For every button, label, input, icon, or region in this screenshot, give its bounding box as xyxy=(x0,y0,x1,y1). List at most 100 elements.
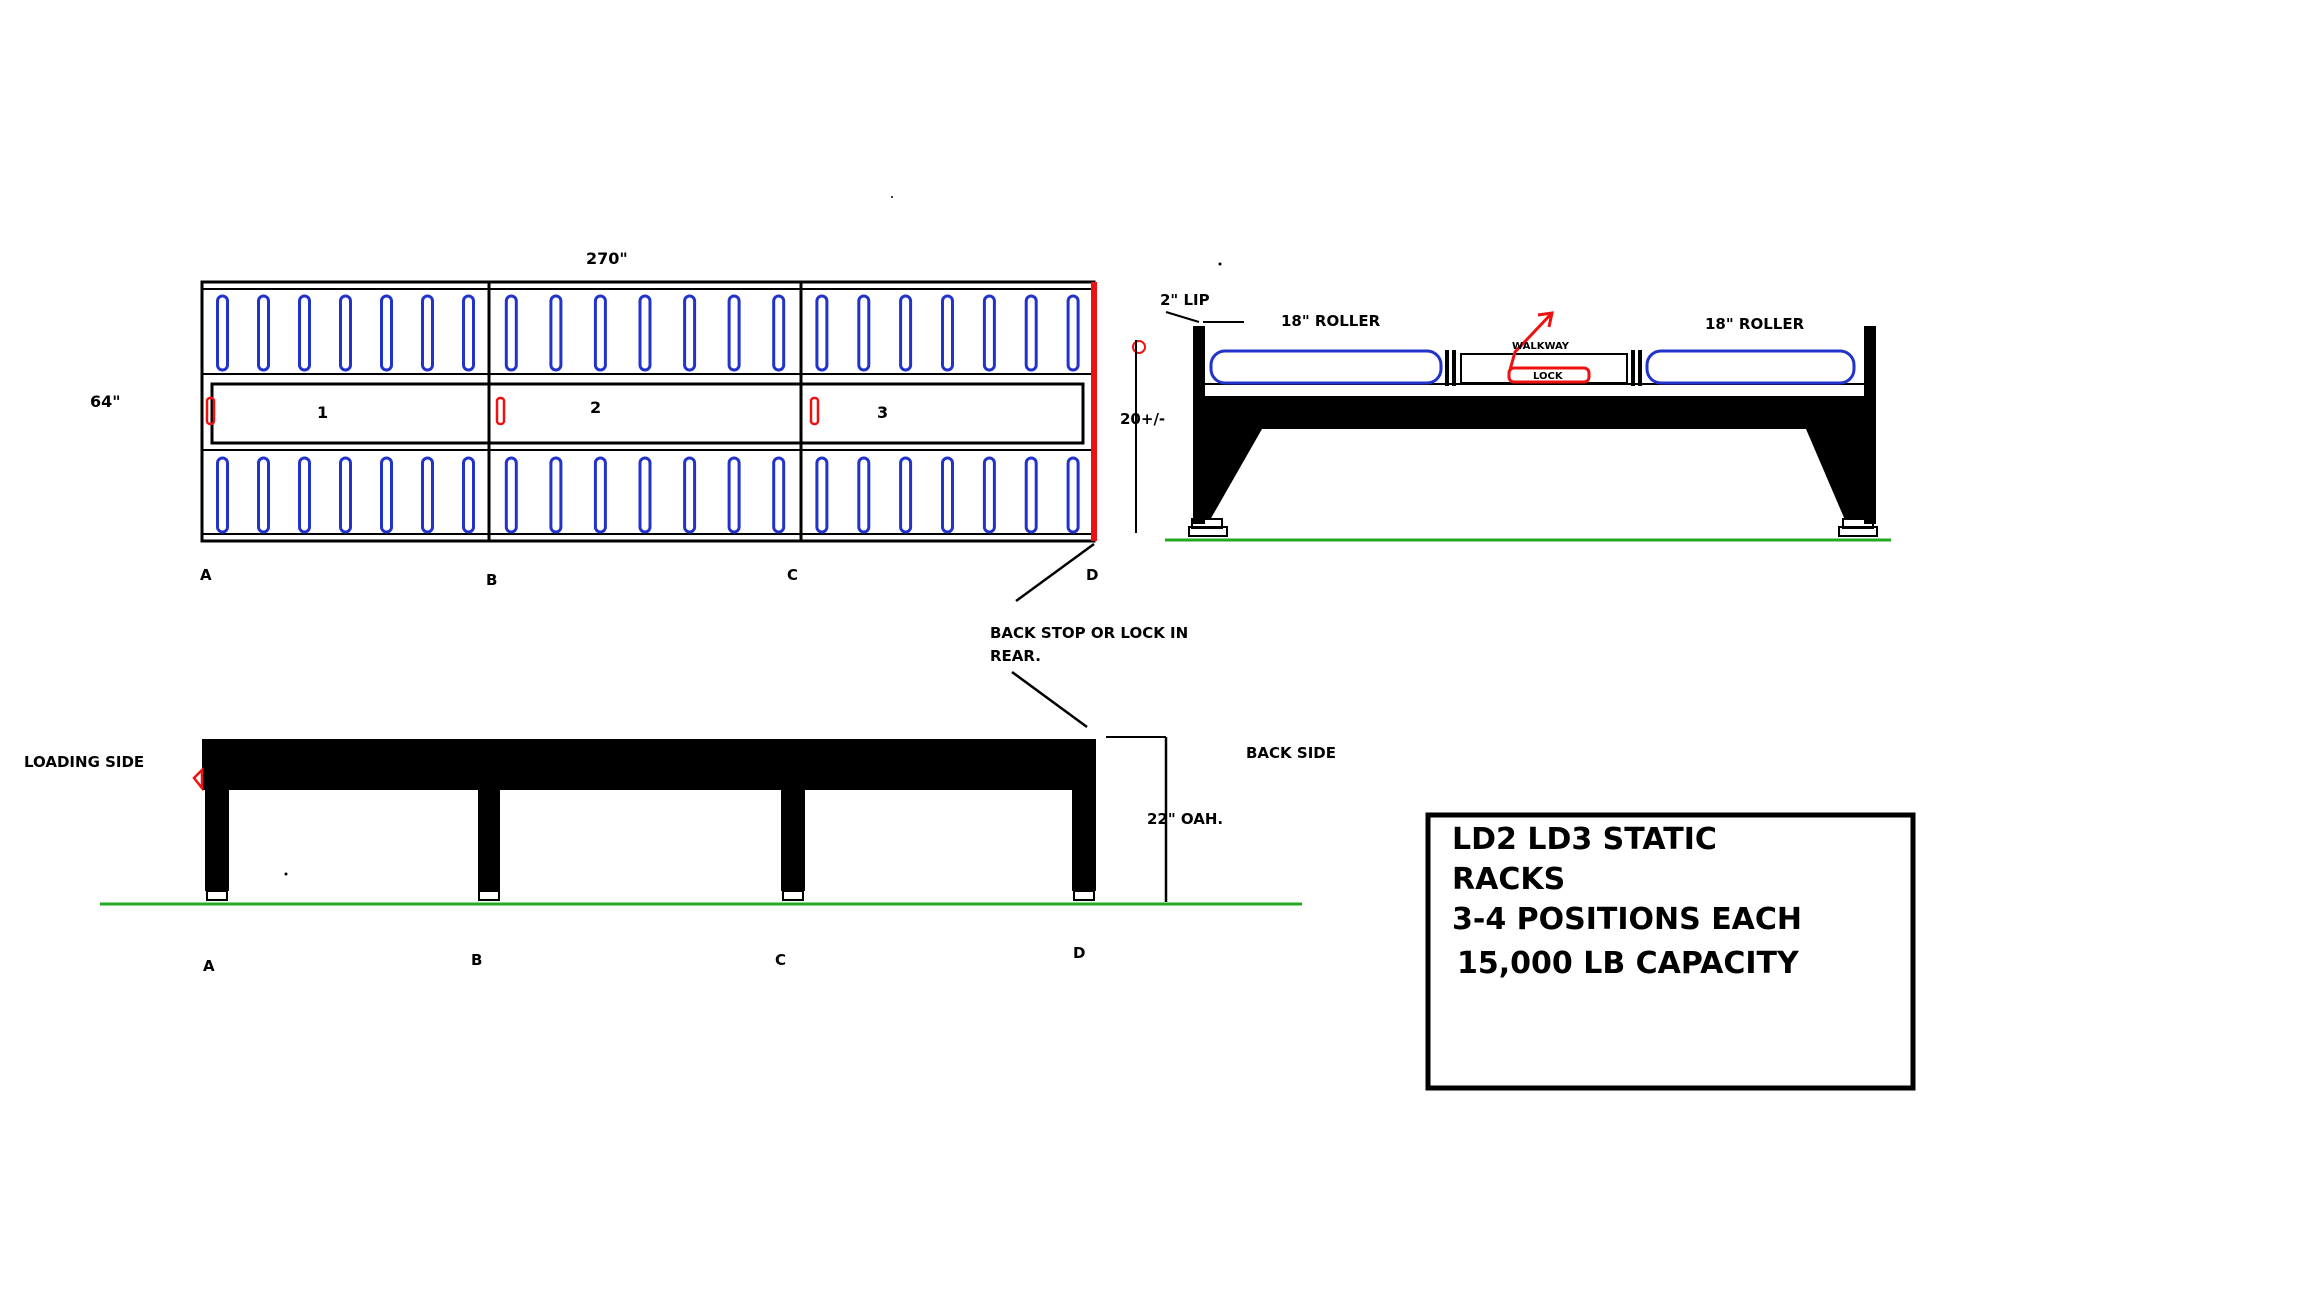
stray-dot xyxy=(1218,262,1222,266)
width-dimension-label: 64" xyxy=(90,392,121,411)
side-foot-a xyxy=(206,890,228,901)
end-foot-right-pad xyxy=(1838,526,1878,537)
end-right-roller xyxy=(1645,349,1856,385)
info-line-3: 3-4 POSITIONS EACH xyxy=(1452,902,1802,937)
roller-slot xyxy=(216,294,229,372)
roller-slot xyxy=(593,294,607,372)
roller-slot xyxy=(1024,456,1038,534)
roller-slot xyxy=(941,294,954,372)
left-roller-label: 18" ROLLER xyxy=(1281,312,1381,330)
roller-slot xyxy=(1066,456,1080,534)
lip-leader xyxy=(1165,311,1200,323)
length-dimension-label: 270" xyxy=(586,249,628,268)
end-roller-spacer-2 xyxy=(1452,350,1456,386)
back-stop-leader-upper xyxy=(1015,542,1095,603)
side-leg-label-a: A xyxy=(203,957,215,975)
roller-slot xyxy=(982,294,996,372)
roller-slot xyxy=(504,294,518,372)
side-foot-b xyxy=(478,890,500,901)
info-box: LD2 LD3 STATIC RACKS 3-4 POSITIONS EACH … xyxy=(1425,812,1916,1091)
info-line-1: LD2 LD3 STATIC xyxy=(1452,822,1717,857)
roller-slot xyxy=(727,294,741,372)
roller-slot xyxy=(772,294,786,372)
back-side-label: BACK SIDE xyxy=(1246,744,1336,762)
roller-slot xyxy=(216,456,229,534)
end-frame-beam xyxy=(1193,397,1876,429)
roller-slot xyxy=(462,294,475,372)
stray-dot xyxy=(284,872,288,876)
roller-slot xyxy=(257,294,270,372)
end-left-roller xyxy=(1209,349,1443,385)
end-lock-label: LOCK xyxy=(1533,371,1564,382)
roller-slot xyxy=(727,456,741,534)
back-stop-leader-lower xyxy=(1011,670,1088,729)
roller-slot xyxy=(899,456,913,534)
top-view-frame xyxy=(200,280,1096,543)
end-lock-outline xyxy=(1507,366,1591,384)
end-roller-spacer-1 xyxy=(1445,350,1449,386)
side-leg-label-d: D xyxy=(1073,944,1085,962)
side-leg-b xyxy=(478,790,500,891)
roller-slot xyxy=(421,294,434,372)
roller-slot xyxy=(815,294,829,372)
side-view: BACK STOP OR LOCK IN REAR. 22" OAH. LOAD… xyxy=(24,624,1336,975)
position-lock-3 xyxy=(809,396,820,426)
position-label-1: 1 xyxy=(317,403,328,422)
roller-slot xyxy=(772,456,786,534)
roller-slot xyxy=(298,294,311,372)
back-stop-label-line1: BACK STOP OR LOCK IN xyxy=(990,624,1188,642)
position-lock-2 xyxy=(495,396,506,426)
roller-slot xyxy=(339,456,352,534)
info-box-frame xyxy=(1425,812,1916,1091)
position-label-3: 3 xyxy=(877,403,888,422)
loading-side-label: LOADING SIDE xyxy=(24,753,144,771)
roller-slot xyxy=(683,294,697,372)
side-leg-label-c: C xyxy=(775,951,786,969)
roller-slot xyxy=(899,294,913,372)
top-view-rollers xyxy=(216,294,1080,534)
end-walkway-label: WALKWAY xyxy=(1512,341,1570,352)
roller-slot xyxy=(549,456,563,534)
info-line-4: 15,000 LB CAPACITY xyxy=(1457,946,1800,981)
roller-slot xyxy=(1066,294,1080,372)
end-height-label: 20+/- xyxy=(1120,410,1165,428)
side-foot-c xyxy=(782,890,804,901)
info-line-2: RACKS xyxy=(1452,862,1565,897)
roller-slot xyxy=(857,456,871,534)
side-leg-c xyxy=(781,790,805,891)
right-roller-label: 18" ROLLER xyxy=(1705,315,1805,333)
top-column-label-d: D xyxy=(1086,566,1098,584)
side-deck xyxy=(202,739,1096,790)
roller-slot xyxy=(380,456,393,534)
end-lock-arrowhead xyxy=(1537,311,1554,328)
roller-slot xyxy=(593,456,607,534)
side-leg-d xyxy=(1072,790,1096,891)
roller-slot xyxy=(638,294,652,372)
end-lock-arrow xyxy=(1508,311,1554,371)
roller-slot xyxy=(257,456,270,534)
top-column-label-b: B xyxy=(486,571,497,589)
end-left-leg xyxy=(1193,429,1262,520)
top-column-label-a: A xyxy=(200,566,212,584)
side-height-label: 22" OAH. xyxy=(1147,810,1223,828)
roller-slot xyxy=(982,456,996,534)
side-leg-label-b: B xyxy=(471,951,482,969)
roller-slot xyxy=(339,294,352,372)
lip-label: 2" LIP xyxy=(1160,291,1210,309)
roller-slot xyxy=(1024,294,1038,372)
end-roller-spacer-4 xyxy=(1638,350,1642,386)
end-view: WALKWAY LOCK 2" LIP 18" ROLLER 18" ROLLE… xyxy=(1120,291,1891,542)
position-lock-1 xyxy=(205,396,216,426)
top-column-label-c: C xyxy=(787,566,798,584)
roller-slot xyxy=(941,456,954,534)
roller-slot xyxy=(298,456,311,534)
roller-slot xyxy=(683,456,697,534)
roller-slot xyxy=(504,456,518,534)
stray-dot xyxy=(891,196,893,198)
roller-slot xyxy=(857,294,871,372)
roller-slot xyxy=(421,456,434,534)
roller-slot xyxy=(815,456,829,534)
roller-slot xyxy=(549,294,563,372)
position-label-2: 2 xyxy=(590,398,601,417)
